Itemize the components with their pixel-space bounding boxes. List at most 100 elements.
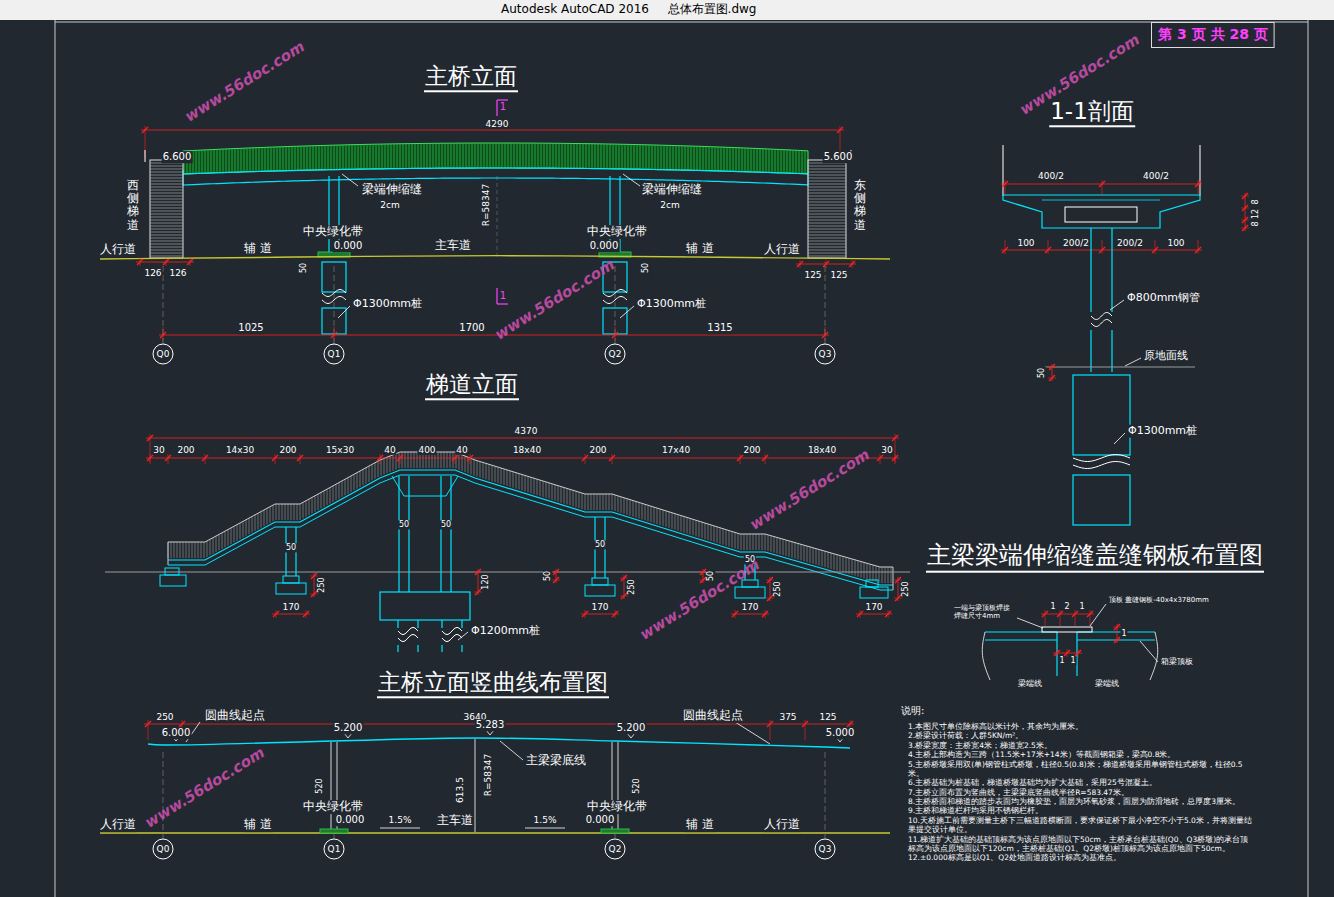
drawing-line (105, 572, 910, 573)
drawing-line (275, 454, 276, 464)
drawing-line (198, 542, 199, 558)
drawing-line (150, 193, 183, 194)
axis-circle: Q2 (604, 838, 626, 860)
drawing-line (1111, 330, 1112, 372)
drawing-line (387, 457, 388, 473)
drawing-line (1110, 300, 1124, 310)
drawing-rect (735, 587, 765, 598)
drawing-line (346, 145, 347, 170)
drawing-line (657, 508, 658, 524)
drawing-line (231, 528, 232, 544)
drawing-line (724, 147, 725, 171)
drawing-label: 圆曲线起点 (204, 709, 266, 723)
drawing-line (624, 498, 625, 514)
drawing-line (228, 530, 229, 546)
drawing-line (150, 175, 183, 176)
drawing-rect (1073, 375, 1130, 455)
drawing-line (520, 143, 521, 168)
drawing-line (765, 534, 766, 550)
drawing-line (666, 511, 667, 527)
drawing-line (819, 549, 820, 565)
drawing-line (544, 143, 545, 168)
drawing-rect (1073, 475, 1130, 525)
drawing-line (885, 611, 891, 617)
drawing-line (477, 461, 478, 477)
dimension-text: 170 (590, 602, 609, 612)
drawing-line (751, 148, 752, 172)
drawing-line (843, 556, 844, 572)
dimension-text: 200/2 (1116, 238, 1144, 248)
drawing-line (800, 260, 801, 268)
drawing-line (612, 494, 613, 510)
drawing-line (708, 524, 709, 540)
drawing-line (775, 149, 776, 172)
drawing-line (1114, 637, 1120, 643)
drawing-rect (866, 580, 878, 587)
drawing-line (300, 504, 301, 520)
drawing-line (565, 143, 566, 168)
drawing-line (1155, 240, 1156, 254)
drawing-path (168, 475, 893, 590)
drawing-rect (585, 585, 615, 596)
dimension-text: 125 (818, 712, 837, 722)
dimension-text: 50 (543, 570, 552, 582)
dimension-text: 100 (1166, 238, 1185, 248)
drawing-label: 梁端伸缩缝 (361, 183, 423, 197)
notes-block: 1.本图尺寸单位除标高以米计外，其余均为厘米。2.桥梁设计荷载：人群5KN/m²… (908, 722, 1253, 863)
drawing-line (808, 166, 846, 167)
drawing-line (321, 492, 322, 508)
drawing-line (334, 262, 335, 344)
dimension-text: 200 (278, 445, 297, 455)
drawing-line (852, 260, 853, 268)
drawing-line (1041, 614, 1094, 615)
dimension-text: 30 (152, 445, 165, 455)
drawing-label: 一端与梁顶板焊接 焊缝尺寸4mm (953, 604, 1017, 621)
drawing-line (807, 546, 808, 562)
drawing-path (398, 635, 418, 642)
drawing-line (474, 460, 475, 476)
drawing-line (328, 176, 329, 256)
drawing-line (640, 145, 641, 170)
drawing-line (893, 567, 894, 590)
drawing-line (475, 569, 481, 575)
drawing-line (768, 535, 769, 551)
drawing-line (598, 144, 599, 169)
drawing-line (1045, 610, 1046, 626)
note-line: 9.主桥和梯道栏杆均采用不锈钢栏杆。 (908, 806, 1253, 815)
drawing-line (679, 146, 680, 170)
drawing-rect (808, 160, 846, 258)
drawing-line (402, 452, 403, 468)
drawing-line (514, 143, 515, 168)
drawing-line (440, 476, 441, 592)
drawing-line (583, 144, 584, 169)
note-line: 4.主桥上部构造为三跨（11.5米+17米+14米）等截面钢箱梁，梁高0.8米。 (908, 750, 1253, 759)
drawing-line (552, 484, 553, 500)
drawing-path (183, 178, 808, 185)
drawing-line (489, 464, 490, 480)
drawing-line (500, 741, 523, 760)
drawing-line (550, 143, 551, 168)
drawing-label: Φ1300mm桩 (1127, 425, 1198, 438)
drawing-line (765, 454, 766, 464)
drawing-label: 原地面线 (1143, 350, 1189, 363)
drawing-line (475, 143, 476, 168)
axis-circle: Q0 (152, 838, 174, 860)
drawing-line (418, 144, 419, 169)
drawing-line (813, 548, 814, 564)
drawing-line (730, 147, 731, 171)
note-line: 1.本图尺寸单位除标高以米计外，其余均为厘米。 (908, 722, 1253, 731)
drawing-line (137, 259, 143, 265)
drawing-line (663, 510, 664, 526)
drawing-line (612, 611, 618, 617)
drawing-line (252, 516, 253, 532)
drawing-line (441, 620, 442, 628)
drawing-line (366, 468, 367, 484)
drawing-line (150, 217, 183, 218)
drawing-line (769, 149, 770, 172)
drawing-line (564, 488, 565, 504)
dimension-text: R=58347 (481, 183, 491, 227)
drawing-line (424, 143, 425, 168)
drawing-line (264, 510, 265, 526)
drawing-line (237, 525, 238, 541)
drawing-line (189, 542, 190, 558)
